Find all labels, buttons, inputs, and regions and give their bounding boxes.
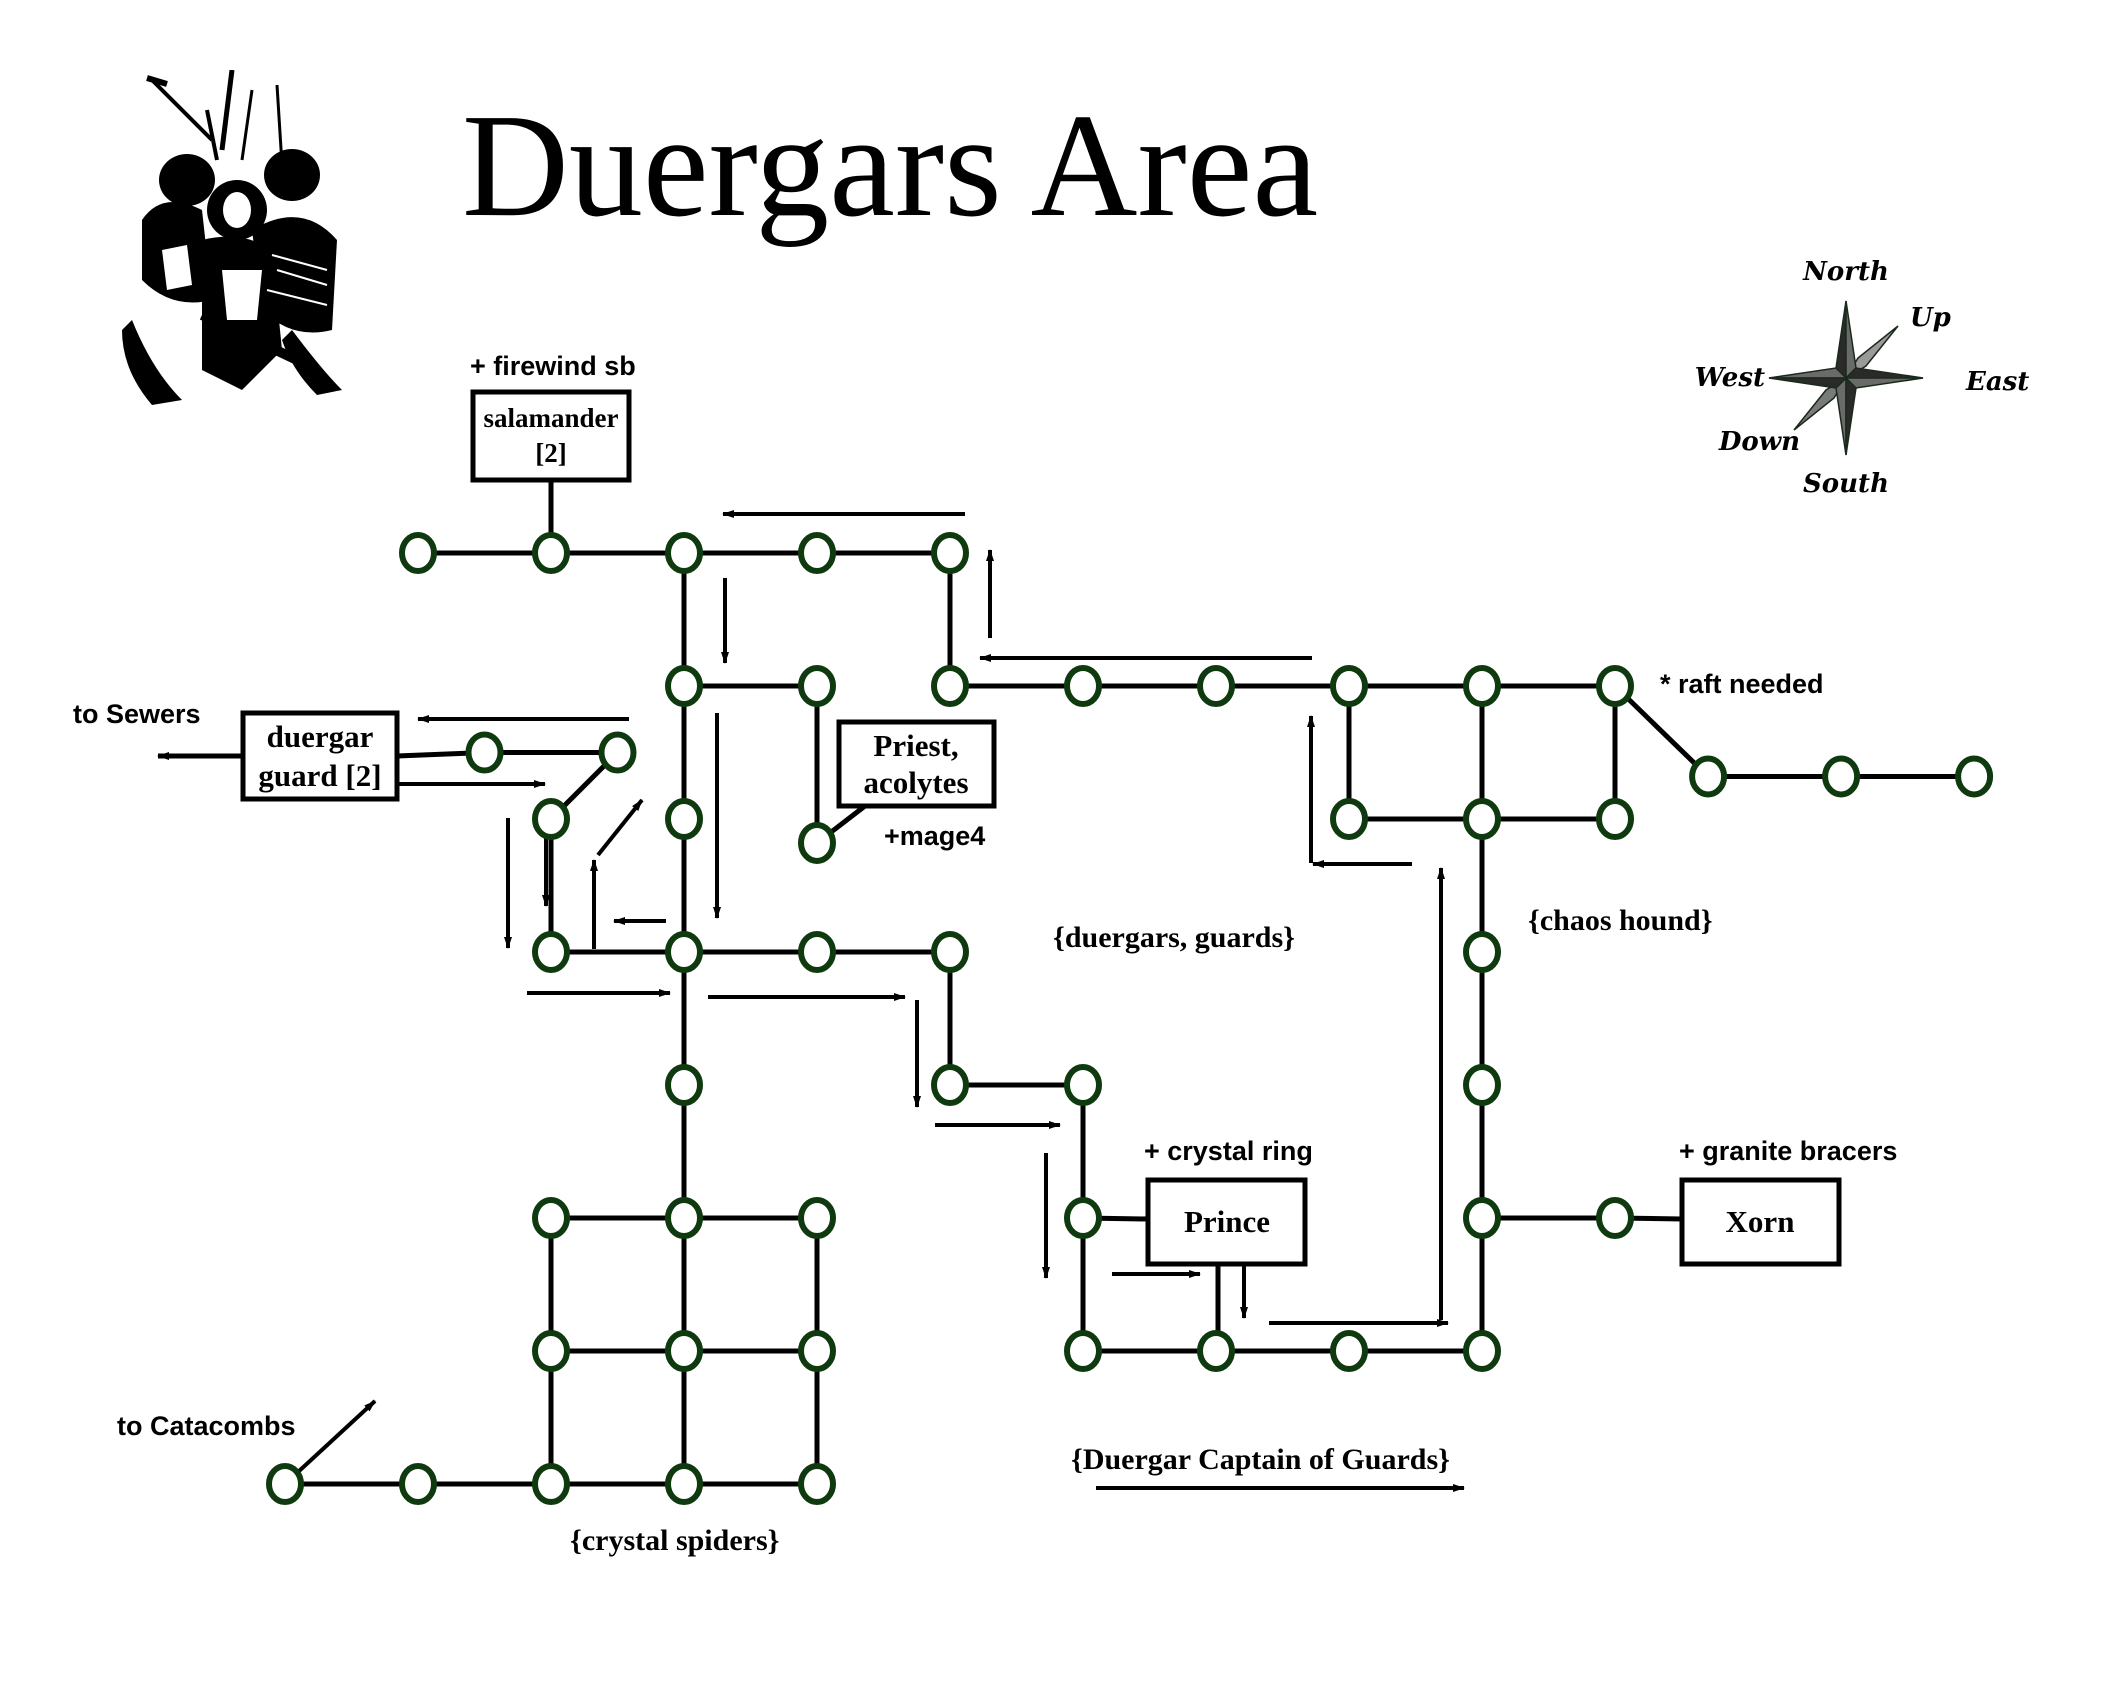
encounter-boxes: salamander [2] + firewind sb duergar gua… xyxy=(240,351,1897,1267)
room-node-c9[interactable] xyxy=(1463,798,1501,840)
compass-star-icon xyxy=(1768,300,1924,456)
box-line: guard [2] xyxy=(258,758,381,793)
area-label-crystal-spiders: {crystal spiders} xyxy=(570,1524,779,1557)
compass-rose: North South East West Up Down xyxy=(1695,257,2030,499)
room-node-b7[interactable] xyxy=(1197,665,1235,707)
room-node-a1[interactable] xyxy=(399,532,437,574)
raft-needed-note: * raft needed xyxy=(1660,669,1824,699)
room-node-r3[interactable] xyxy=(1955,755,1994,798)
room-node-c2[interactable] xyxy=(532,798,570,840)
room-node-g3[interactable] xyxy=(665,1330,703,1372)
room-node-c4[interactable] xyxy=(798,821,836,864)
room-node-b10[interactable] xyxy=(1596,665,1634,707)
room-node-d3[interactable] xyxy=(665,931,703,973)
room-node-c10[interactable] xyxy=(1596,798,1634,840)
map-rooms xyxy=(266,532,1994,1505)
room-node-s2[interactable] xyxy=(598,731,637,774)
room-node-e6[interactable] xyxy=(1064,1064,1102,1106)
room-node-h2[interactable] xyxy=(532,1463,570,1505)
box-line: duergar xyxy=(267,719,374,754)
encounter-box-prince[interactable]: Prince xyxy=(1145,1177,1308,1267)
corridor-b10-r1 xyxy=(1613,684,1710,779)
room-node-r2[interactable] xyxy=(1822,755,1861,798)
room-node-g2[interactable] xyxy=(532,1330,570,1372)
box-line: [2] xyxy=(535,438,566,468)
room-node-f6[interactable] xyxy=(1064,1197,1102,1239)
room-node-d4[interactable] xyxy=(798,931,836,973)
room-node-g9[interactable] xyxy=(1463,1330,1501,1372)
exit-label-catacombs: to Catacombs xyxy=(117,1411,296,1441)
room-node-a2[interactable] xyxy=(532,532,570,574)
room-node-h1[interactable] xyxy=(399,1463,437,1505)
item-note-crystal-ring: + crystal ring xyxy=(1144,1136,1313,1166)
room-node-b8[interactable] xyxy=(1330,665,1368,707)
exit-arrow-catacombs xyxy=(283,1399,377,1486)
room-node-g7[interactable] xyxy=(1197,1330,1235,1372)
room-node-a4[interactable] xyxy=(798,532,836,574)
room-node-b4[interactable] xyxy=(798,665,836,707)
compass-west-label: West xyxy=(1695,363,1765,393)
room-node-d9[interactable] xyxy=(1463,931,1501,973)
room-node-h4[interactable] xyxy=(798,1463,836,1505)
item-note-granite-bracers: + granite bracers xyxy=(1679,1136,1897,1166)
room-node-h0[interactable] xyxy=(266,1463,304,1505)
area-label-duergars-guards: {duergars, guards} xyxy=(1053,921,1295,954)
encounter-box-xorn[interactable]: Xorn xyxy=(1679,1177,1842,1267)
room-node-b6[interactable] xyxy=(1064,665,1102,707)
room-node-f4[interactable] xyxy=(798,1197,836,1239)
room-node-a5[interactable] xyxy=(931,532,969,574)
room-node-r1[interactable] xyxy=(1689,755,1728,798)
room-node-e5[interactable] xyxy=(931,1064,969,1106)
box-line: Priest, xyxy=(873,728,958,763)
room-node-b9[interactable] xyxy=(1463,665,1501,707)
room-node-c8[interactable] xyxy=(1330,798,1368,840)
box-line: Prince xyxy=(1184,1204,1270,1239)
room-node-d5[interactable] xyxy=(931,931,969,973)
compass-south-label: South xyxy=(1803,469,1889,499)
room-node-s1[interactable] xyxy=(465,731,504,774)
box-line: acolytes xyxy=(863,765,968,800)
encounter-box-salamander[interactable]: salamander [2] xyxy=(470,389,632,483)
room-node-d2[interactable] xyxy=(532,931,570,973)
route-arrows xyxy=(397,510,1465,1492)
room-node-g4[interactable] xyxy=(798,1330,836,1372)
compass-north-label: North xyxy=(1802,257,1889,287)
encounter-box-priest[interactable]: Priest, acolytes xyxy=(836,719,997,809)
room-node-a3[interactable] xyxy=(665,532,703,574)
room-node-e9[interactable] xyxy=(1463,1064,1501,1106)
room-node-e3[interactable] xyxy=(665,1064,703,1106)
compass-down-label: Down xyxy=(1718,427,1800,457)
area-label-chaos-hound: {chaos hound} xyxy=(1528,904,1713,937)
compass-up-label: Up xyxy=(1910,303,1951,333)
compass-east-label: East xyxy=(1965,367,2029,397)
room-node-f9[interactable] xyxy=(1463,1197,1501,1239)
room-node-b5[interactable] xyxy=(931,665,969,707)
room-node-g8[interactable] xyxy=(1330,1330,1368,1372)
room-node-h3[interactable] xyxy=(665,1463,703,1505)
box-line: salamander xyxy=(484,403,619,433)
duergar-illustration-icon xyxy=(122,70,342,405)
room-node-g6[interactable] xyxy=(1064,1330,1102,1372)
item-note-firewind: + firewind sb xyxy=(470,351,636,381)
room-node-f10[interactable] xyxy=(1596,1197,1634,1239)
room-node-f2[interactable] xyxy=(532,1197,570,1239)
room-node-b3[interactable] xyxy=(665,665,703,707)
map-edges xyxy=(157,480,1975,1487)
item-note-mage4: +mage4 xyxy=(884,821,985,851)
route-arrow xyxy=(596,798,644,857)
area-label-duergar-captain: {Duergar Captain of Guards} xyxy=(1071,1443,1450,1476)
exit-label-sewers: to Sewers xyxy=(73,699,201,729)
page-title: Duergars Area xyxy=(462,84,1319,248)
room-node-f3[interactable] xyxy=(665,1197,703,1239)
room-node-c3[interactable] xyxy=(665,798,703,840)
encounter-box-duergar-guard[interactable]: duergar guard [2] xyxy=(240,710,400,802)
box-line: Xorn xyxy=(1726,1204,1795,1239)
